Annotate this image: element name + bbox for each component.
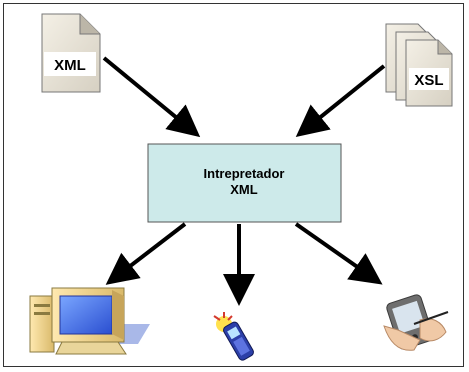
arrow-to-computer: [105, 222, 187, 285]
xsl-documents-stack-icon: XSL: [385, 23, 453, 107]
xml-document-label: XML: [54, 57, 86, 74]
interpreter-box: Intrepretador XML: [147, 143, 342, 223]
xml-document-icon: XML: [41, 13, 101, 93]
arrow-xsl-to-interpreter: [295, 64, 386, 138]
desktop-computer-icon: [29, 287, 150, 355]
interpreter-label-line1: Intrepretador: [204, 166, 285, 181]
xsl-document-label: XSL: [414, 72, 443, 89]
mobile-phone-icon: [213, 312, 254, 361]
arrow-to-pda: [294, 222, 383, 285]
arrow-xml-to-interpreter: [102, 56, 201, 138]
pda-handheld-icon: [383, 294, 449, 351]
interpreter-label-line2: XML: [230, 182, 258, 197]
